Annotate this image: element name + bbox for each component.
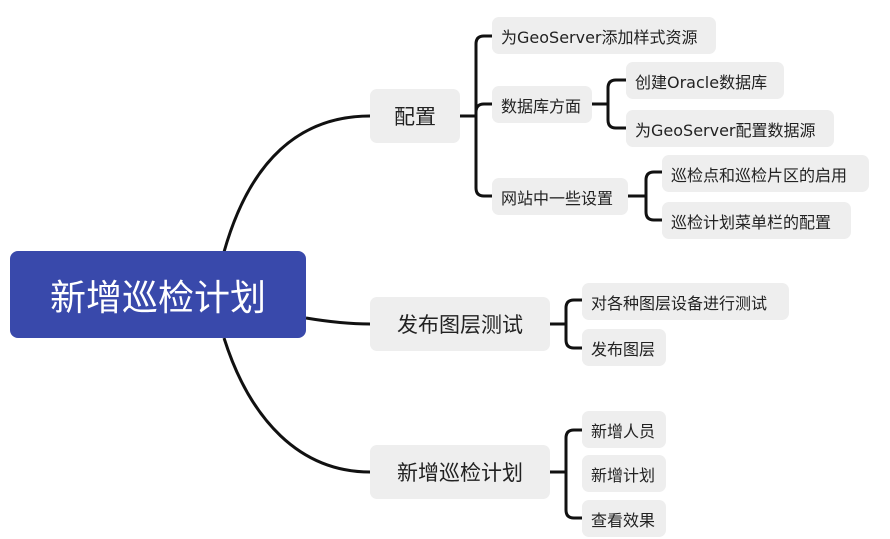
topic-view-result[interactable]: 查看效果: [582, 500, 666, 537]
topic-enable-points[interactable]: 巡检点和巡检片区的启用: [662, 155, 869, 192]
connector-root-plan: [222, 337, 371, 474]
topic-add-plan[interactable]: 新增计划: [582, 455, 666, 492]
connector-publish-bracket: [550, 298, 582, 350]
topic-menu-config[interactable]: 巡检计划菜单栏的配置: [662, 202, 851, 239]
connector-root-config: [222, 114, 371, 253]
root-node[interactable]: 新增巡检计划: [10, 251, 306, 338]
branch-config[interactable]: 配置: [370, 89, 460, 143]
topic-create-oracle[interactable]: 创建Oracle数据库: [626, 62, 784, 99]
topic-test-layers[interactable]: 对各种图层设备进行测试: [582, 283, 789, 320]
connector-root-publish: [305, 316, 371, 326]
topic-website-settings[interactable]: 网站中一些设置: [492, 178, 628, 215]
topic-add-style[interactable]: 为GeoServer添加样式资源: [492, 17, 716, 54]
connector-plan-bracket: [550, 428, 582, 520]
connector-config-bracket: [460, 34, 492, 198]
topic-publish-layer[interactable]: 发布图层: [582, 329, 666, 366]
connector-web-bracket: [628, 170, 662, 222]
topic-config-datasource[interactable]: 为GeoServer配置数据源: [626, 110, 834, 147]
topic-add-personnel[interactable]: 新增人员: [582, 411, 666, 448]
branch-new-plan[interactable]: 新增巡检计划: [370, 445, 550, 499]
branch-publish-test[interactable]: 发布图层测试: [370, 297, 550, 351]
connector-db-bracket: [592, 78, 626, 130]
topic-database[interactable]: 数据库方面: [492, 86, 592, 123]
